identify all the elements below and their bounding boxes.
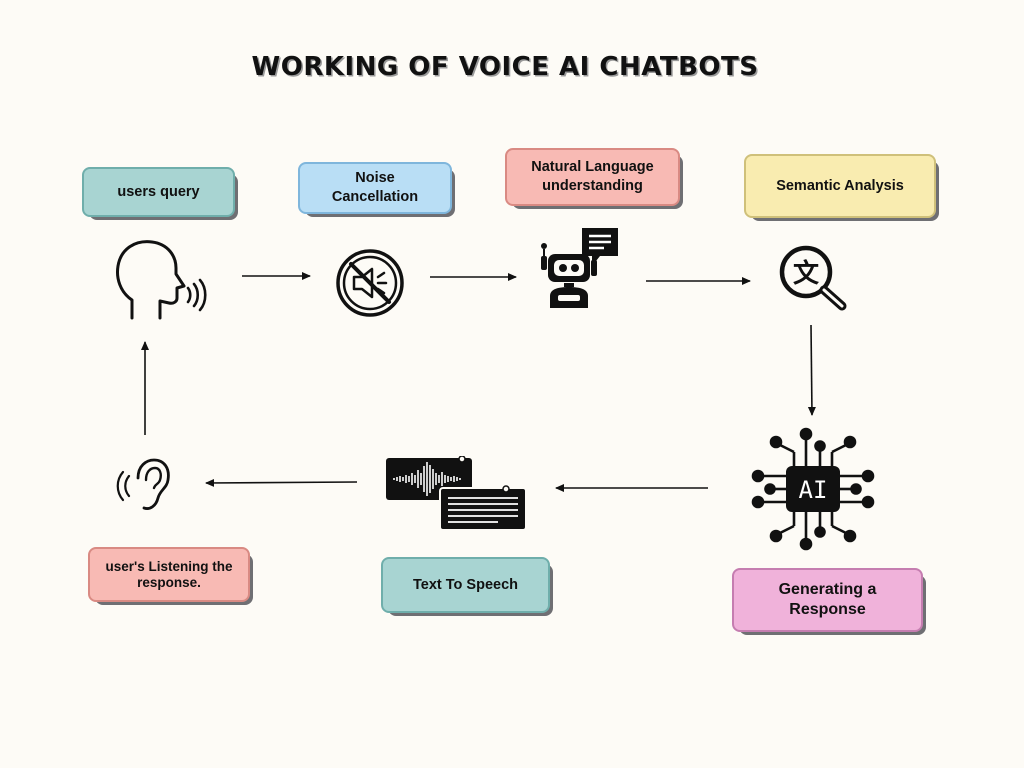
step-generating-response: Generating a Response	[732, 568, 926, 635]
step-semantic-analysis: Semantic Analysis	[744, 154, 939, 221]
arrow-semantic-to-ai	[807, 324, 816, 416]
step-noise-cancellation: Noise Cancellation	[298, 162, 455, 217]
text-to-speech-icon	[386, 456, 527, 531]
diagram-title: WORKING OF VOICE AI CHATBOTS	[251, 52, 759, 82]
listening-ear-icon	[116, 458, 170, 510]
step-natural-language-understanding: Natural Language understanding	[505, 148, 683, 209]
chatbot-robot-icon	[541, 228, 618, 308]
arrow-tts-to-ear	[205, 478, 358, 487]
step-users-query: users query	[82, 167, 238, 220]
speaking-head-icon	[116, 240, 207, 320]
ai-chip-icon: AI	[751, 427, 875, 551]
semantic-search-icon: 文	[779, 245, 847, 311]
step-user-listening: user's Listening the response.	[88, 547, 253, 605]
translate-glyph: 文	[793, 258, 820, 289]
step-text-to-speech: Text To Speech	[381, 557, 553, 616]
ai-chip-label: AI	[799, 476, 828, 504]
mute-speaker-icon	[336, 249, 404, 317]
